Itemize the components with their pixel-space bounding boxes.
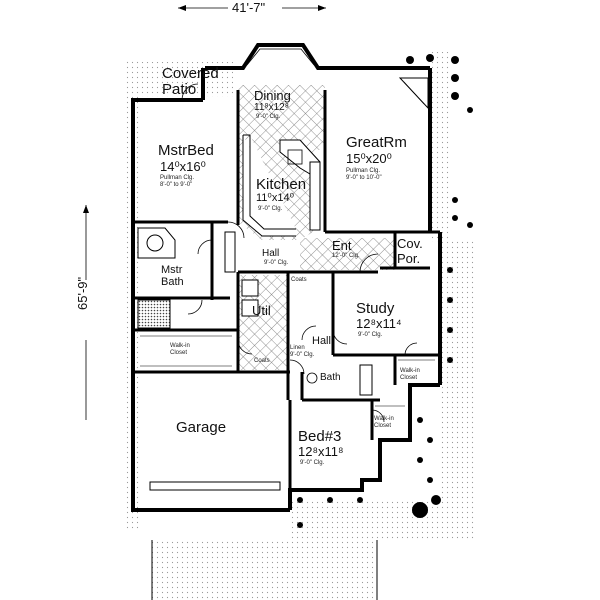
study-size: 12⁸x11⁴ [356,316,402,331]
dining-size: 11⁸x12⁸ [254,102,289,113]
study-walkin-label-1: Walk-in [400,368,420,374]
garage-label: Garage [176,419,227,436]
bay-window [242,44,319,69]
kitchen-size: 11⁰x14⁰ [256,192,294,204]
bedroom3-size: 12⁸x11⁸ [298,444,344,459]
bathtub [359,364,373,396]
toilet [306,372,318,384]
utility-label: Util [252,303,271,318]
linen-closet-label: Linen [290,345,305,351]
washer [241,279,259,297]
entry-label: Ent [332,238,352,253]
entry-ceiling: 12'-0" Clg. [332,253,360,259]
study-ceiling: 9'-0" Clg. [358,332,383,338]
landscaping-shrubs [297,54,473,528]
dining-ceiling: 9'-0" Clg. [256,114,281,120]
dryer [241,299,259,317]
depth-dimension-label: 65'-9" [75,276,90,310]
upper-hall-label: Hall [262,248,280,259]
bed3-walkin-label-2: Closet [374,423,392,429]
bed3-walkin-label-1: Walk-in [374,416,394,422]
study-label: Study [356,300,395,317]
kitchen-label: Kitchen [256,176,307,193]
exterior-walls [131,43,442,512]
master-bed-ceiling-1: Pullman Clg. [160,175,195,181]
lower-hall-label: Hall [312,335,331,347]
master-bath-label-2: Bath [161,276,184,288]
master-bath-label-1: Mstr [161,264,183,276]
master-bed-size: 14⁰x16⁰ [160,159,206,174]
great-room-label: GreatRm [346,134,407,151]
entry-floor [300,238,395,270]
master-bed-label: MstrBed [158,142,214,159]
bath-label: Bath [320,372,341,383]
dining-label: Dining [254,88,291,103]
study-walkin-label-2: Closet [400,375,418,381]
shower [137,299,171,329]
lower-hall-ceiling: 9'-0" Clg. [290,352,315,358]
site-lawn-right [440,240,475,540]
upper-hall-ceiling: 9'-0" Clg. [264,260,289,266]
vanity [224,231,236,273]
bedroom3-ceiling: 9'-0" Clg. [300,460,325,466]
master-walkin-label-2: Closet [170,350,188,356]
covered-patio-label-2: Patio [162,81,197,98]
bedroom3-label: Bed#3 [298,428,342,445]
covered-porch-label-2: Por. [397,251,421,266]
great-room-size: 15⁰x20⁰ [346,151,392,166]
master-bed-ceiling-2: 8'-0" to 9'-0" [160,182,193,188]
covered-porch-label-1: Cov. [397,236,423,251]
garage-door [149,481,281,491]
width-dimension-label: 41'-7" [232,0,266,15]
width-dimension-line [178,5,326,11]
interior-walls [133,90,440,490]
depth-dimension-line [83,205,89,420]
master-walkin-label-1: Walk-in [170,343,190,349]
great-room-ceiling-1: Pullman Clg. [346,168,381,174]
coats-closet-lower-label: Coats [254,358,270,364]
covered-patio-label-1: Covered [162,65,219,82]
site-walkway-right [428,52,450,242]
closet-shelves [140,335,435,407]
corner-tub [137,227,176,259]
coats-closet-upper-label: Coats [291,277,307,283]
door-swings [181,83,418,423]
kitchen-ceiling: 9'-0" Clg. [258,206,283,212]
great-room-ceiling-2: 9'-0" to 10'-0" [346,175,382,181]
driveway [152,540,377,600]
